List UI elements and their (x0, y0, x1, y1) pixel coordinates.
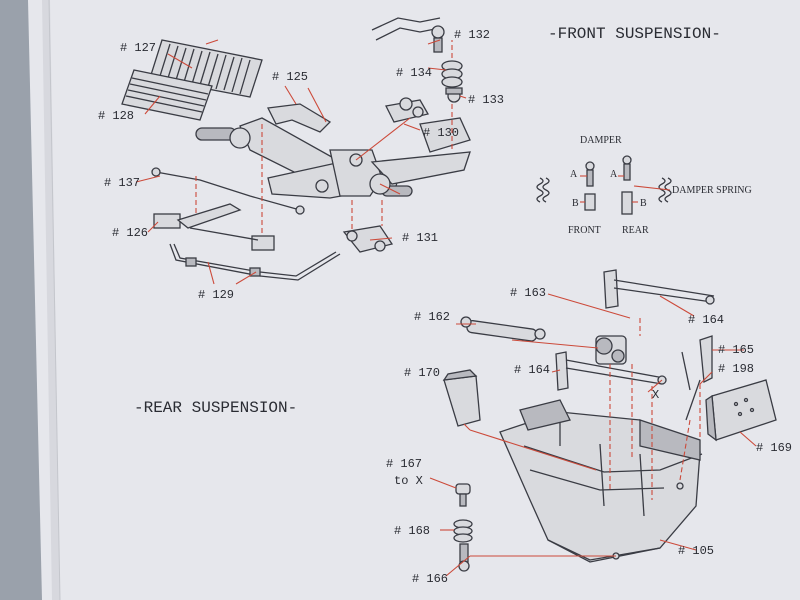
part-133-rod-end (445, 87, 463, 103)
label-165: # 165 (718, 343, 754, 357)
label-125: # 125 (272, 70, 308, 84)
label-164-lower: # 164 (514, 363, 550, 377)
label-166: # 166 (412, 572, 448, 586)
part-164-lower-link (555, 351, 667, 391)
label-131: # 131 (402, 231, 438, 245)
label-198: # 198 (718, 362, 754, 376)
part-167-damper-top (455, 483, 471, 507)
damper-inset: DAMPER A A B B DAMPER SPRING FRONT REAR (536, 135, 752, 236)
rear-damper-icon (621, 155, 633, 215)
label-130: # 130 (423, 126, 459, 140)
damper-rear-label: REAR (622, 225, 649, 236)
part-165-bracket (681, 335, 713, 391)
damper-spring-label: DAMPER SPRING (672, 185, 752, 196)
part-132-upper-bracket (371, 17, 445, 53)
label-105: # 105 (678, 544, 714, 558)
label-137: # 137 (104, 176, 140, 190)
label-to-x: to X (394, 474, 423, 488)
part-137-link (151, 167, 305, 215)
label-134: # 134 (396, 66, 432, 80)
label-170: # 170 (404, 366, 440, 380)
damper-front-a-label: A (570, 169, 578, 180)
part-168-spring (453, 519, 473, 543)
damper-front-b-label: B (572, 198, 579, 209)
label-132: # 132 (454, 28, 490, 42)
label-126: # 126 (112, 226, 148, 240)
label-129: # 129 (198, 288, 234, 302)
front-suspension-frame (195, 103, 471, 199)
label-163: # 163 (510, 286, 546, 300)
label-164-upper: # 164 (688, 313, 724, 327)
part-170-block (442, 369, 481, 427)
rear-hub-assembly (595, 335, 627, 365)
part-134-spring (441, 60, 463, 88)
front-suspension-title: -FRONT SUSPENSION- (548, 25, 721, 43)
damper-heading: DAMPER (580, 135, 622, 146)
label-128: # 128 (98, 109, 134, 123)
label-167: # 167 (386, 457, 422, 471)
damper-front-label: FRONT (568, 225, 601, 236)
damper-rear-a-label: A (610, 169, 618, 180)
damper-rear-b-label: B (640, 198, 647, 209)
rear-frame-chassis (499, 399, 703, 563)
page-shadow (42, 0, 60, 600)
part-130-upper-arm (385, 97, 429, 123)
part-169-box-plate (705, 379, 777, 442)
label-133: # 133 (468, 93, 504, 107)
label-x: X (652, 388, 659, 402)
label-169: # 169 (756, 441, 792, 455)
rear-suspension-title: -REAR SUSPENSION- (134, 399, 297, 417)
page-edge-line (48, 0, 61, 600)
part-126-lower-member (153, 203, 275, 251)
part-198-pin (685, 379, 701, 421)
front-leader-lines (135, 39, 467, 285)
part-128-intercooler (121, 69, 213, 121)
part-131-lower-arm (342, 225, 394, 253)
label-168: # 168 (394, 524, 430, 538)
label-127: # 127 (120, 41, 156, 55)
label-162: # 162 (414, 310, 450, 324)
part-164-upper-link (603, 269, 715, 309)
rear-leader-lines (429, 293, 757, 577)
